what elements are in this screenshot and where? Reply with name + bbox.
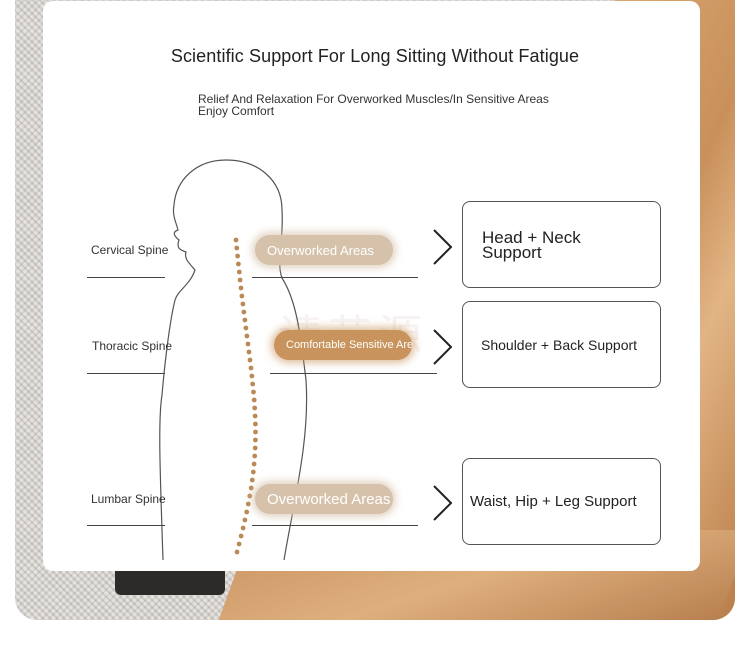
- underline-lumbar-pill: [252, 525, 418, 526]
- spine-dot: [241, 309, 247, 315]
- box-shoulder-back-text: Shoulder + Back Support: [481, 336, 638, 353]
- spine-dot: [240, 301, 246, 307]
- spine-dot: [233, 237, 239, 243]
- spine-dot: [242, 317, 248, 323]
- underline-lumbar-label: [87, 525, 165, 526]
- spine-dots-icon: [233, 237, 258, 555]
- subtitle: Relief And Relaxation For Overworked Mus…: [198, 93, 549, 117]
- spine-dot: [240, 525, 246, 531]
- spine-dot: [249, 373, 255, 379]
- chevron-right-icon: [433, 329, 453, 365]
- spine-dot: [250, 469, 256, 475]
- pill-overworked-lumbar: Overworked Areas: [255, 484, 393, 514]
- spine-dot: [252, 405, 258, 411]
- spine-dot: [245, 501, 251, 507]
- page-title: Scientific Support For Long Sitting With…: [170, 46, 580, 66]
- box-waist-hip-leg-text: Waist, Hip + Leg Support: [470, 493, 637, 510]
- spine-dot: [248, 365, 254, 371]
- label-cervical-spine: Cervical Spine: [91, 243, 169, 257]
- spine-dot: [248, 485, 254, 491]
- subtitle-line-1: Relief And Relaxation For Overworked Mus…: [198, 92, 549, 106]
- spine-dot: [236, 541, 242, 547]
- spine-dot: [243, 325, 249, 331]
- underline-cervical-pill: [252, 277, 418, 278]
- chevron-right-icon: [433, 485, 453, 521]
- chevron-right-icon: [433, 229, 453, 265]
- spine-dot: [234, 245, 240, 251]
- underline-thoracic-label: [87, 373, 165, 374]
- box-waist-hip-leg-support: Waist, Hip + Leg Support: [462, 458, 661, 545]
- spine-dot: [247, 357, 253, 363]
- spine-dot: [253, 421, 258, 427]
- spine-dot: [238, 533, 244, 539]
- spine-dot: [250, 381, 256, 387]
- underline-cervical-label: [87, 277, 165, 278]
- pill-comfortable-sensitive: Comfortable Sensitive Areas: [274, 330, 412, 360]
- spine-dot: [237, 277, 243, 283]
- spine-dot: [236, 261, 241, 267]
- box-head-neck-text: Head + Neck Support: [482, 227, 581, 262]
- spine-dot: [244, 333, 250, 339]
- spine-dot: [253, 429, 258, 435]
- box-shoulder-back-support: Shoulder + Back Support: [462, 301, 661, 388]
- spine-dot: [249, 477, 255, 483]
- spine-dot: [246, 349, 252, 355]
- spine-dot: [247, 493, 253, 499]
- spine-dot: [251, 461, 257, 467]
- spine-dot: [251, 389, 256, 395]
- spine-dot: [238, 285, 244, 291]
- spine-dot: [251, 397, 257, 403]
- spine-dot: [252, 413, 258, 419]
- subtitle-line-2: Enjoy Comfort: [198, 104, 275, 118]
- spine-dot: [252, 445, 258, 451]
- spine-dot: [253, 437, 258, 443]
- spine-dot: [236, 269, 242, 275]
- spine-dot: [234, 549, 240, 555]
- label-lumbar-spine: Lumbar Spine: [91, 492, 166, 506]
- underline-thoracic-pill: [270, 373, 437, 374]
- spine-dot: [245, 341, 251, 347]
- spine-dot: [235, 253, 241, 259]
- spine-dot: [252, 453, 258, 459]
- spine-dot: [242, 517, 248, 523]
- spine-dot: [244, 509, 250, 515]
- label-thoracic-spine: Thoracic Spine: [92, 339, 173, 353]
- spine-dot: [239, 293, 245, 299]
- box-head-neck-support: Head + Neck Support: [462, 201, 661, 288]
- pill-overworked-cervical: Overworked Areas: [255, 235, 393, 265]
